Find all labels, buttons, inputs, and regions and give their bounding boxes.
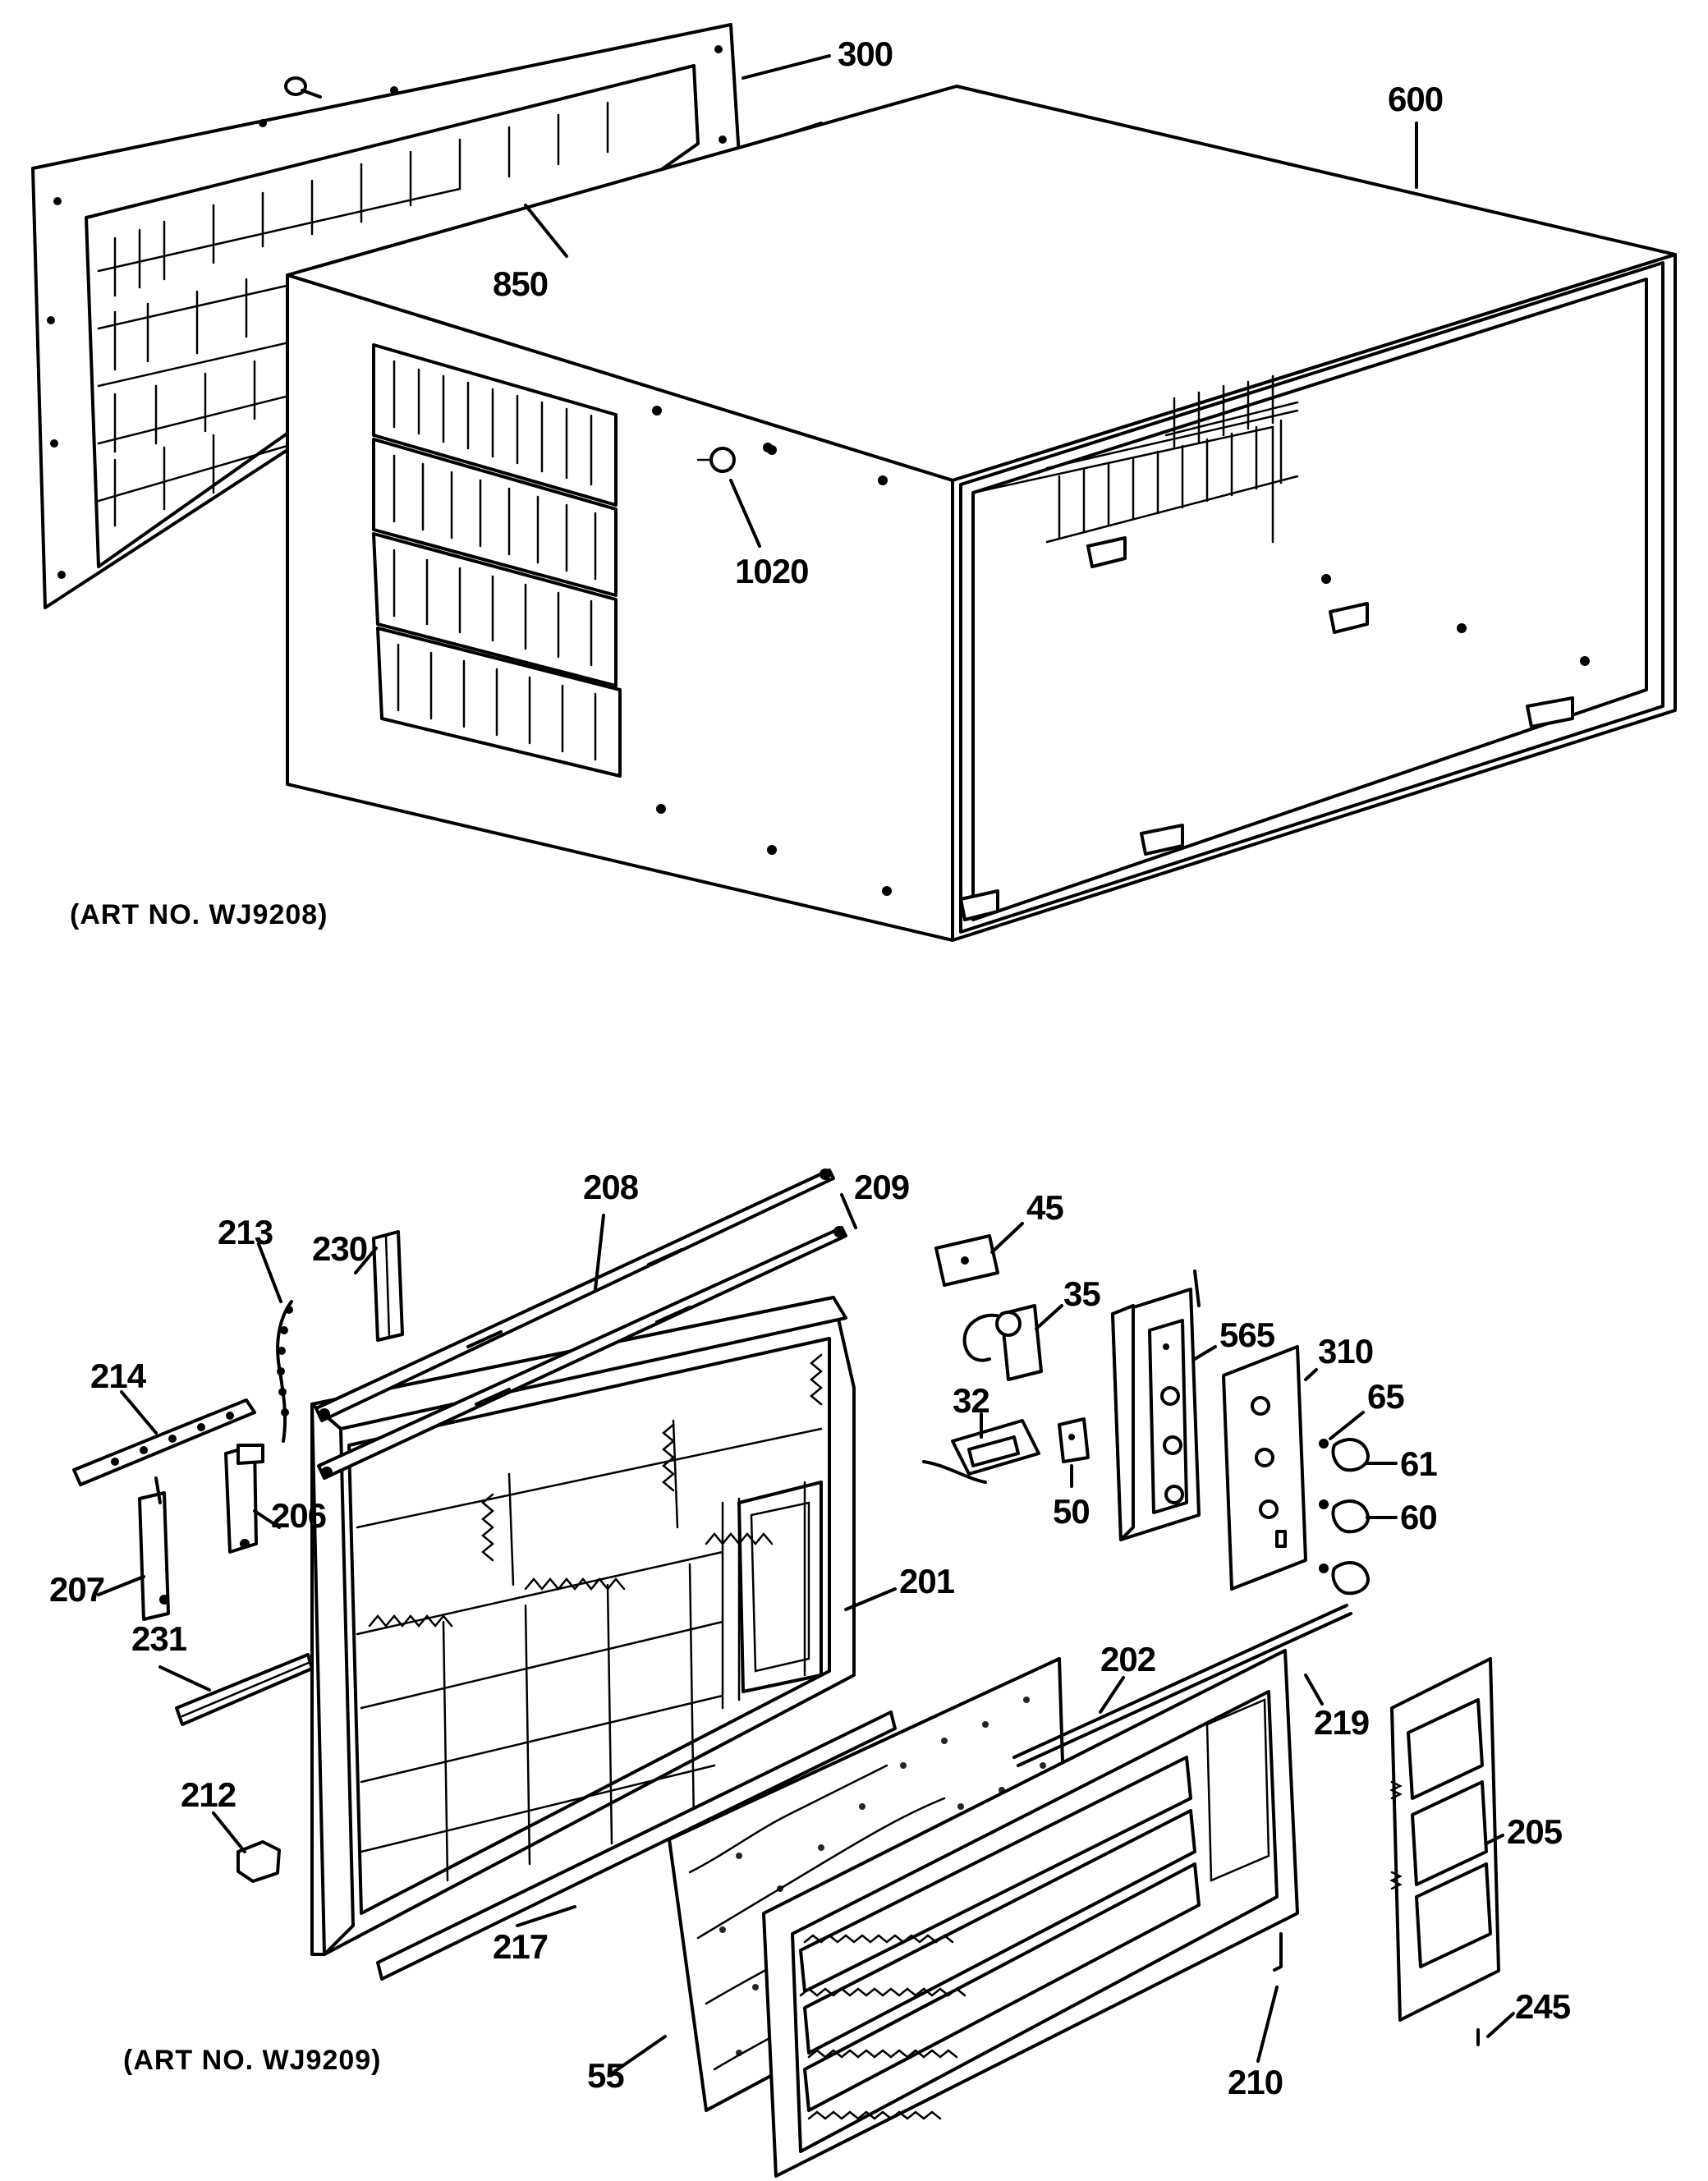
callout-213: 213	[218, 1213, 273, 1251]
block-part	[372, 1230, 404, 1342]
callout-231: 231	[131, 1619, 187, 1658]
control-45	[934, 1234, 999, 1287]
spring-part	[276, 1300, 293, 1443]
front-grille	[762, 1604, 1352, 2178]
cabinet	[286, 85, 1677, 942]
callout-209: 209	[854, 1168, 909, 1206]
bottom-strip	[376, 1710, 897, 1981]
callout-60: 60	[1400, 1498, 1437, 1536]
callout-45: 45	[1026, 1188, 1063, 1227]
bottom-assembly	[72, 1169, 1515, 2178]
callout-219: 219	[1314, 1703, 1369, 1742]
callout-50: 50	[1053, 1492, 1090, 1531]
callout-202: 202	[1100, 1640, 1155, 1678]
callout-565: 565	[1219, 1315, 1275, 1354]
callout-61: 61	[1400, 1444, 1437, 1483]
control-box-565	[1111, 1270, 1201, 1541]
top-assembly	[31, 23, 1677, 942]
callout-208: 208	[583, 1168, 639, 1206]
callout-217: 217	[493, 1927, 548, 1966]
callout-65: 65	[1367, 1377, 1404, 1416]
callout-310: 310	[1318, 1332, 1373, 1371]
front-frame	[310, 1296, 856, 1956]
screw-icon	[284, 76, 322, 99]
callout-245: 245	[1515, 1987, 1571, 2026]
control-50	[1058, 1417, 1090, 1463]
channel-231	[175, 1653, 314, 1726]
callout-210: 210	[1228, 2063, 1283, 2101]
callout-230: 230	[312, 1229, 367, 1268]
art-number-top: (ART NO. WJ9208)	[70, 899, 328, 930]
side-panel	[1389, 1657, 1500, 2046]
clip-part	[236, 1840, 281, 1883]
channel-rails	[315, 1169, 847, 1480]
callout-206: 206	[271, 1496, 326, 1535]
callout-205: 205	[1507, 1812, 1563, 1851]
bracket-right	[224, 1444, 264, 1554]
callout-201: 201	[899, 1562, 955, 1600]
callout-850: 850	[493, 264, 548, 303]
callout-212: 212	[181, 1775, 236, 1814]
control-panel-310	[1222, 1345, 1307, 1591]
callout-32: 32	[953, 1381, 989, 1420]
bottom-leader-lines	[97, 1193, 1515, 2075]
callout-300: 300	[838, 34, 893, 73]
control-35	[962, 1304, 1043, 1381]
plug-button	[696, 445, 777, 473]
callout-55: 55	[587, 2056, 624, 2095]
callout-214: 214	[90, 1357, 147, 1395]
top-leader-lines	[524, 54, 1418, 548]
callout-labels: 300 600 850 1020 (ART NO. WJ9208) 208 20…	[49, 34, 1572, 2101]
knobs	[1319, 1438, 1370, 1596]
callout-35: 35	[1063, 1274, 1100, 1313]
bar-part	[72, 1398, 256, 1486]
callout-1020: 1020	[735, 552, 808, 590]
control-32	[922, 1419, 1040, 1484]
bracket-left	[138, 1476, 170, 1621]
callout-207: 207	[49, 1570, 104, 1609]
art-number-bottom: (ART NO. WJ9209)	[123, 2045, 382, 2076]
callout-600: 600	[1388, 80, 1443, 118]
